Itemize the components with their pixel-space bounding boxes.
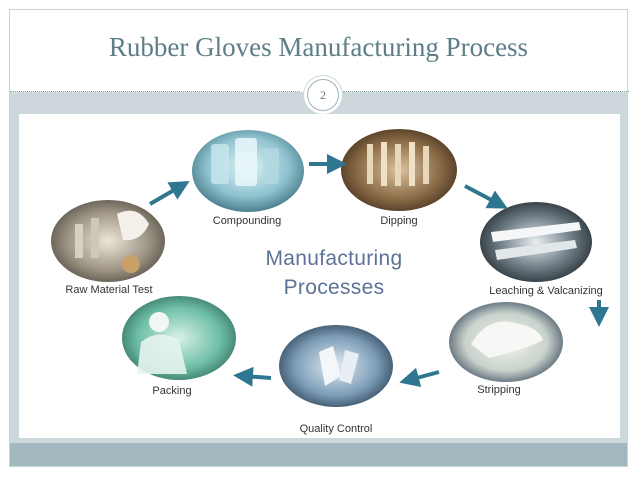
page-number-badge: 2 <box>307 79 339 111</box>
quality-control-image <box>279 325 393 407</box>
step-label-raw-material-test: Raw Material Test <box>65 284 153 296</box>
raw-material-test-image <box>51 200 165 282</box>
dipping-image <box>341 129 457 211</box>
packing-image <box>122 296 236 380</box>
stripping-image <box>449 302 563 382</box>
process-diagram: Manufacturing Processes Compounding Dipp… <box>19 114 620 438</box>
compounding-image <box>192 130 304 212</box>
title-rule-right <box>343 91 629 92</box>
arrow-dipping-to-leaching <box>464 184 508 209</box>
slide: Rubber Gloves Manufacturing Process 2 <box>9 9 629 467</box>
diagram-center-line2: Processes <box>283 276 385 299</box>
bottom-bar <box>10 443 627 466</box>
arrow-quality-to-packing <box>233 366 272 387</box>
slide-title: Rubber Gloves Manufacturing Process <box>108 32 529 62</box>
step-label-dipping: Dipping <box>380 215 418 227</box>
arrow-raw-to-compounding <box>148 180 190 206</box>
process-cycle-graphic <box>51 129 609 407</box>
step-label-quality-control: Quality Control <box>299 423 373 435</box>
title-band: Rubber Gloves Manufacturing Process <box>10 10 627 92</box>
title-rule-left <box>10 91 300 92</box>
leaching-vulcanizing-image <box>480 202 592 282</box>
step-label-leaching-valcanizing: Leaching & Valcanizing <box>489 285 603 297</box>
step-label-stripping: Stripping <box>477 384 521 396</box>
step-label-packing: Packing <box>152 385 192 397</box>
arrow-stripping-to-quality <box>399 367 440 388</box>
step-label-compounding: Compounding <box>212 215 282 227</box>
diagram-center-line1: Manufacturing <box>265 247 403 270</box>
